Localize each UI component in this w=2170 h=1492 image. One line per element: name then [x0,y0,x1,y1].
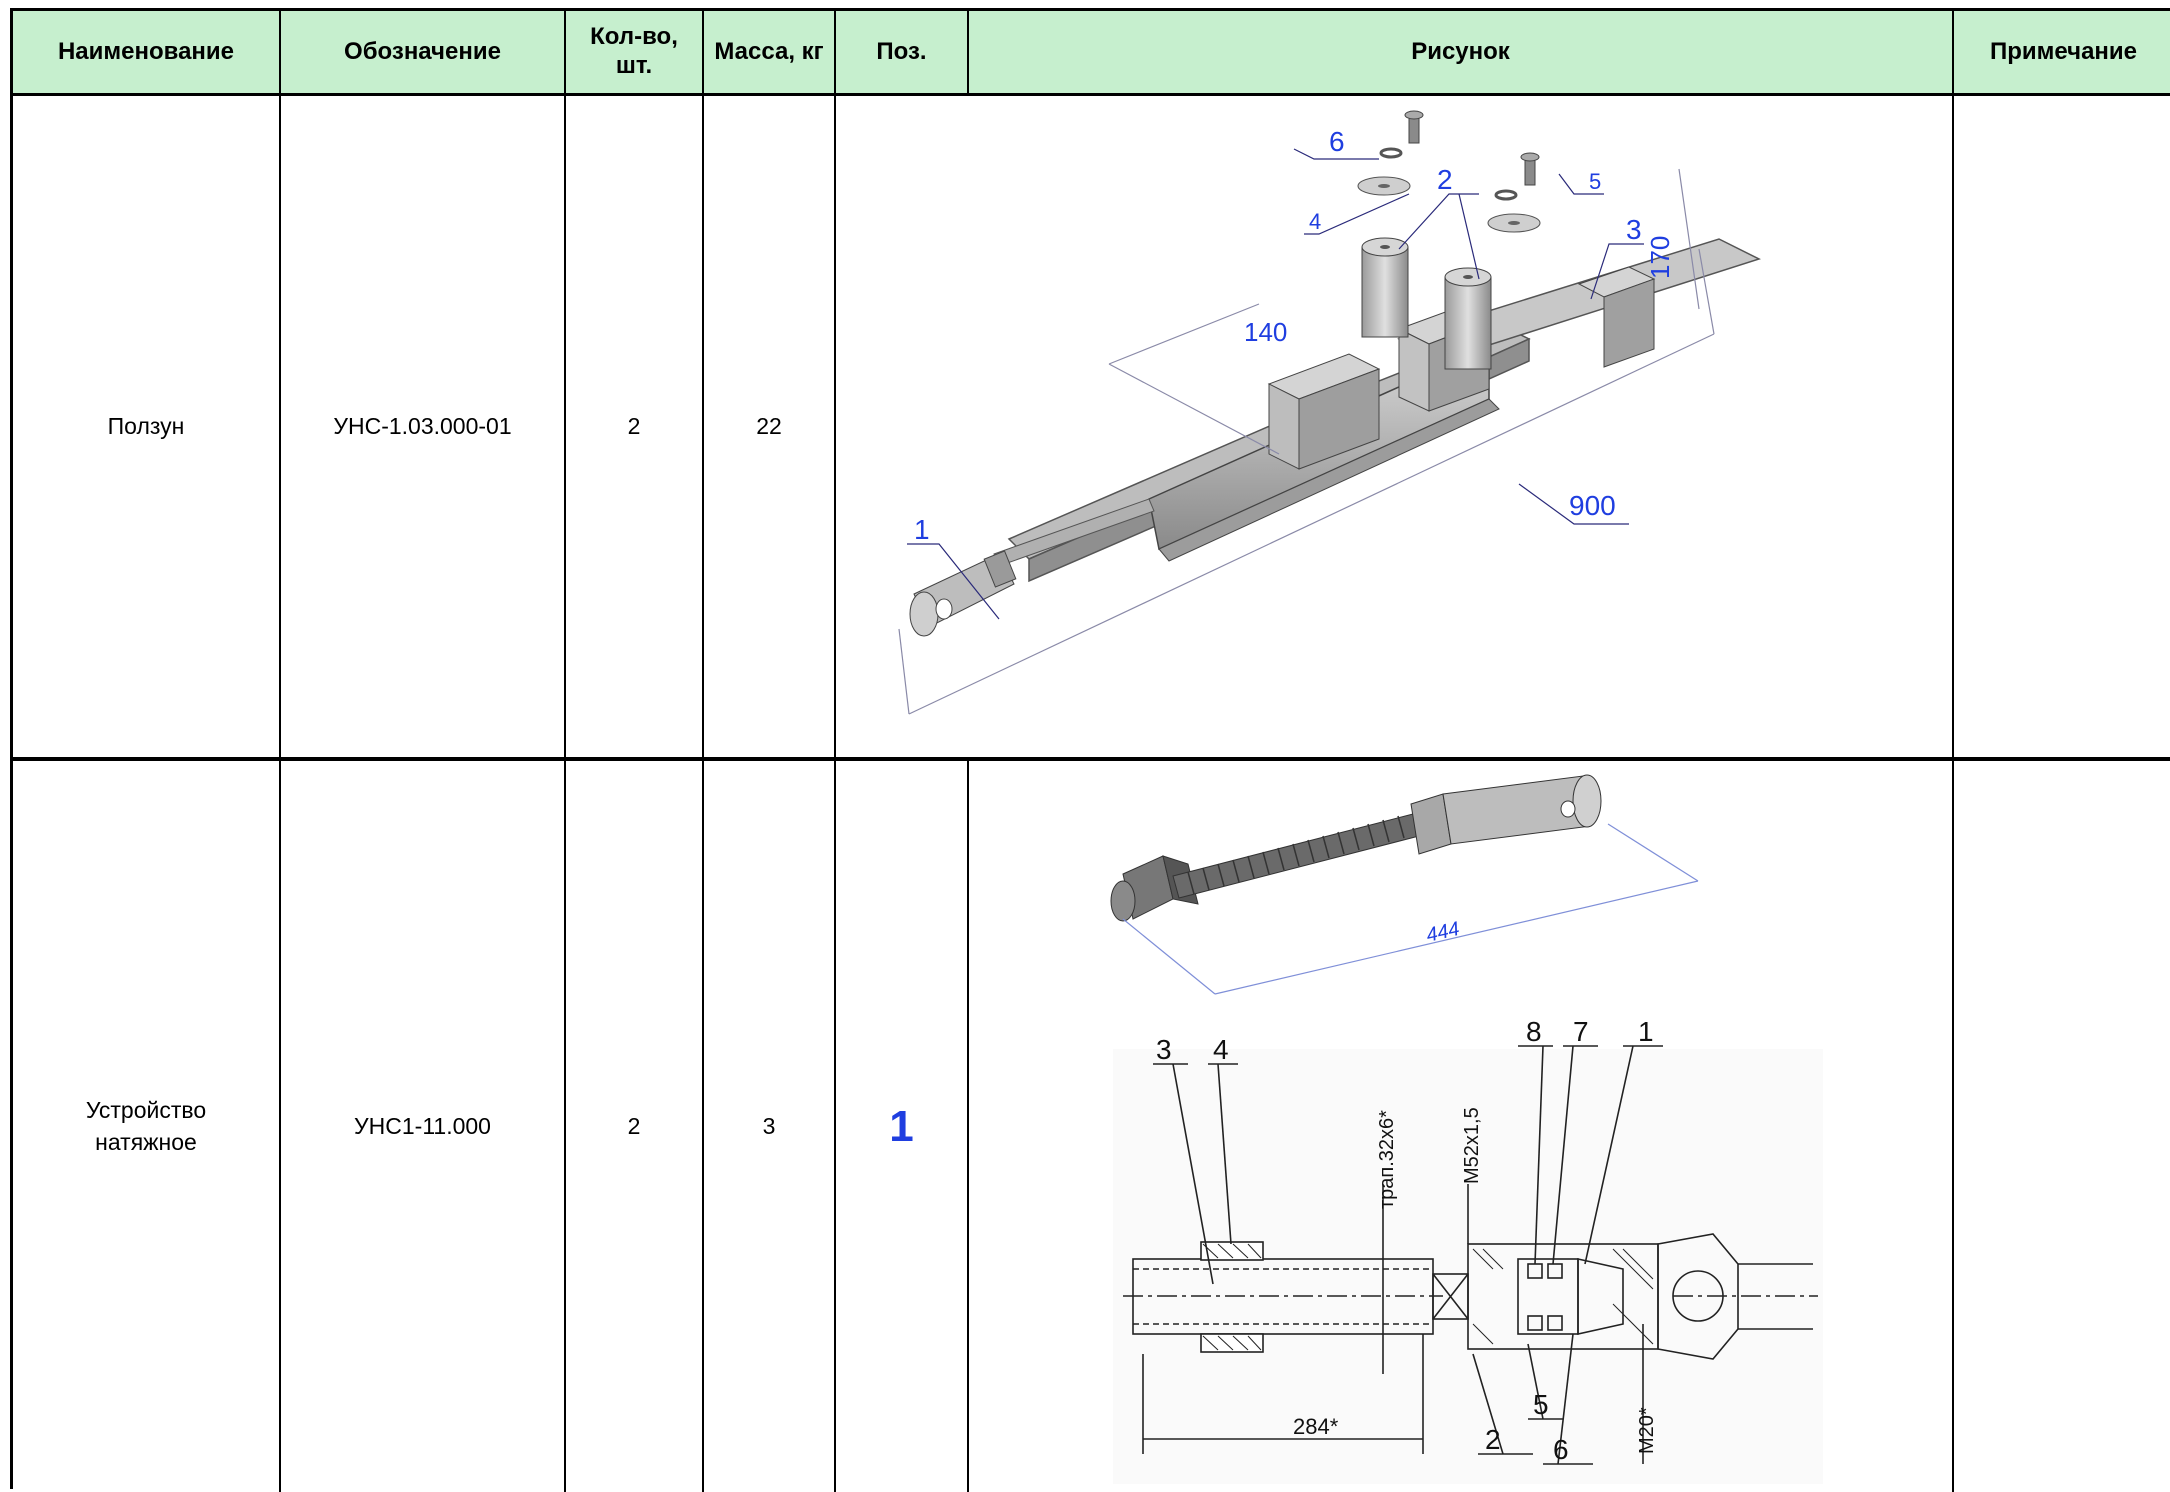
dim-m20: М20* [1636,1407,1658,1454]
row1-name-text: Ползун [107,413,185,439]
section-callout-1: 1 [1638,1016,1654,1047]
header-qty-text: Кол-во, шт. [590,23,678,79]
callout-3: 3 [1626,214,1642,245]
row1-designation-text: УНС-1.03.000-01 [333,413,512,439]
callout-5: 5 [1589,169,1601,194]
section-callout-3: 3 [1156,1034,1172,1065]
row2-name-text: Устройство натяжное [85,1097,207,1155]
row2-qty: 2 [566,761,704,1492]
row2-mass-text: 3 [762,1113,776,1139]
row2-designation-text: УНС1-11.000 [354,1113,491,1139]
row2-mass: 3 [704,761,836,1492]
parts-table: Наименование Обозначение Кол-во, шт. Мас… [10,8,2170,1492]
row1-name: Ползун [13,96,281,761]
tensioner-drawing: 444 [1110,774,1823,1484]
callout-4: 4 [1309,209,1321,234]
section-callout-2: 2 [1485,1424,1501,1455]
header-drawing-text: Рисунок [1411,37,1510,65]
callout-6: 6 [1329,126,1345,157]
row2-designation: УНС1-11.000 [281,761,566,1492]
row1-designation: УНС-1.03.000-01 [281,96,566,761]
dim-m52: М52х1,5 [1461,1107,1483,1184]
header-name: Наименование [13,11,281,96]
header-qty: Кол-во, шт. [566,11,704,96]
row2-pos: 1 [836,761,969,1492]
dim-170: 170 [1645,236,1675,279]
section-callout-5: 5 [1533,1389,1549,1420]
row2-note [1954,761,2170,1492]
row1-mass-text: 22 [756,413,782,439]
row1-qty: 2 [566,96,704,761]
row1-drawing-cell: 1 2 3 4 5 6 140 170 900 [836,96,1954,761]
row2-name: Устройство натяжное [13,761,281,1492]
header-designation-text: Обозначение [344,37,501,65]
row2-drawing-cell: 444 [969,761,1954,1492]
section-callout-7: 7 [1573,1016,1589,1047]
header-note: Примечание [1954,11,2170,96]
row1-note [1954,96,2170,761]
header-note-text: Примечание [1989,37,2138,65]
slider-assembly-drawing: 1 2 3 4 5 6 140 170 900 [898,110,1761,715]
row2-qty-text: 2 [627,1113,641,1139]
callout-2: 2 [1437,164,1453,195]
dim-444: 444 [1424,918,1461,947]
header-drawing: Рисунок [969,11,1954,96]
row2-pos-number: 1 [889,1101,914,1151]
row1-mass: 22 [704,96,836,761]
section-callout-6: 6 [1553,1434,1569,1465]
dim-900: 900 [1569,490,1616,521]
dim-trap: трап.32х6* [1376,1110,1398,1209]
header-designation: Обозначение [281,11,566,96]
section-callout-4: 4 [1213,1034,1229,1065]
header-name-text: Наименование [57,37,235,65]
row1-qty-text: 2 [627,413,641,439]
header-pos: Поз. [836,11,969,96]
header-mass-text: Масса, кг [714,37,824,65]
dim-140: 140 [1244,317,1287,347]
header-pos-text: Поз. [876,37,927,65]
section-callout-8: 8 [1526,1016,1542,1047]
header-mass: Масса, кг [704,11,836,96]
callout-1: 1 [914,514,930,545]
dim-284: 284* [1293,1414,1339,1439]
